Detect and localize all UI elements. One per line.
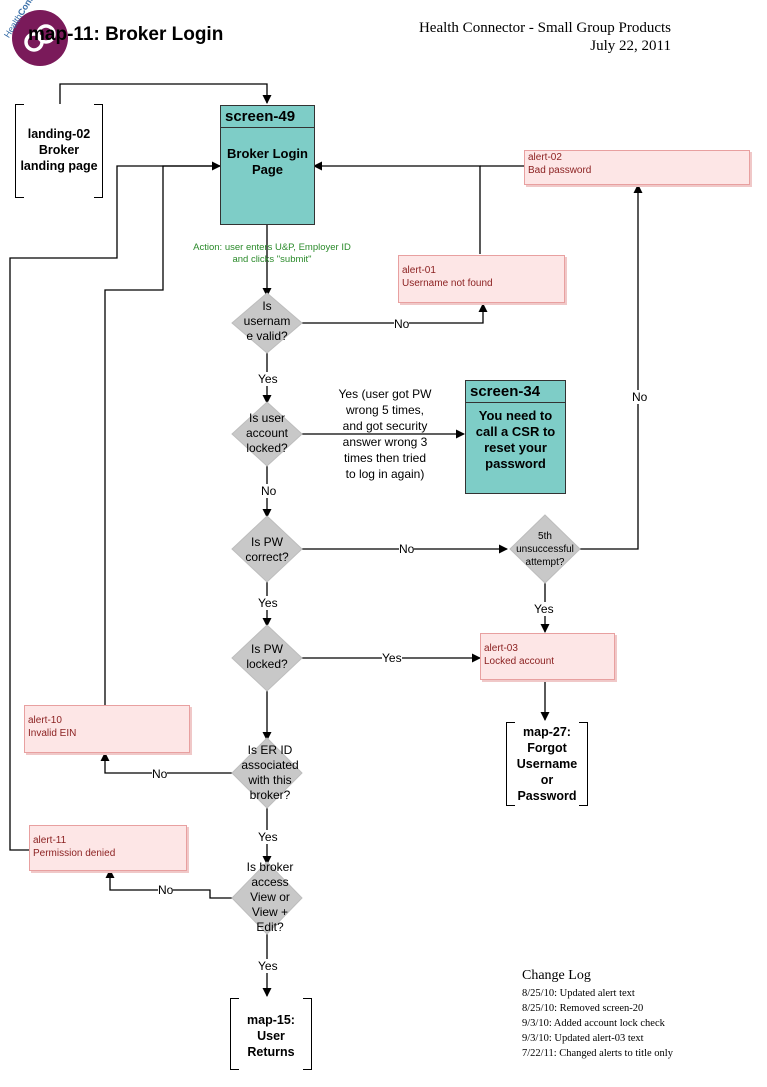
screen-49-box: screen-49 Broker Login Page	[220, 105, 315, 225]
edge-label-no: No	[394, 317, 410, 331]
change-log-entry: 9/3/10: Added account lock check	[522, 1018, 665, 1029]
map15-line: User	[257, 1029, 285, 1043]
decision-diamond	[509, 514, 581, 584]
alert-03-text: Locked account	[484, 656, 555, 667]
map27-line: or	[540, 773, 554, 787]
screen-49-line: Broker Login	[227, 146, 308, 161]
decision-diamond	[231, 861, 303, 935]
edge-label-yes: Yes	[258, 959, 278, 973]
landing-02-bracket	[15, 104, 103, 198]
map-27-label: map-27: Forgot Username or Password	[506, 724, 588, 804]
edge-label-no: No	[399, 542, 415, 556]
screen-34-line: call a CSR to	[475, 424, 556, 439]
screen-34-line: password	[485, 456, 546, 471]
edge-label-no: No	[158, 883, 174, 897]
header-org: Health Connector - Small Group Products	[418, 20, 671, 36]
edge-label-no: No	[152, 767, 168, 781]
landing-02-label: landing-02 Broker landing page	[16, 126, 102, 174]
landing-line: landing page	[20, 159, 98, 173]
edge-label-no: No	[632, 390, 648, 404]
change-log-entry: 8/25/10: Removed screen-20	[522, 1003, 644, 1014]
edge-label-no: No	[261, 484, 277, 498]
screen-34-line: reset your	[484, 440, 547, 455]
landing-line: Broker	[38, 143, 80, 157]
edge-label-yes: Yes	[382, 651, 402, 665]
landing-line: landing-02	[27, 127, 91, 141]
edge-label-yes: Yes	[534, 602, 554, 616]
page-title: map-11: Broker Login	[28, 24, 224, 45]
action-line: Action: user enters U&P, Employer ID	[193, 242, 351, 253]
edge-label-yes: Yes	[258, 372, 278, 386]
screen-34-id: screen-34	[466, 381, 565, 403]
map27-line: Username	[516, 757, 578, 771]
change-log-entry: 8/25/10: Updated alert text	[522, 988, 635, 999]
action-note: Action: user enters U&P, Employer ID and…	[178, 242, 366, 266]
alert-10-text: Invalid EIN	[28, 728, 77, 739]
alert-10-id: alert-10	[28, 715, 62, 726]
map27-line: Password	[517, 789, 577, 803]
alert-01-id: alert-01	[402, 265, 436, 276]
header-date: July 22, 2011	[590, 38, 671, 54]
edge-label-yes: Yes	[258, 596, 278, 610]
alert-11-id: alert-11	[33, 835, 67, 846]
map-15-bracket	[230, 998, 312, 1070]
screen-49-line: Page	[251, 162, 284, 177]
map27-line: Forgot	[527, 741, 567, 755]
action-line: and clicks "submit"	[232, 254, 312, 265]
alert-03-id: alert-03	[484, 643, 518, 654]
alert-02-id: alert-02	[528, 152, 562, 163]
alert-01-text: Username not found	[402, 278, 493, 289]
map27-line: map-27:	[523, 725, 571, 739]
map15-line: map-15:	[247, 1013, 295, 1027]
map-15-label: map-15: User Returns	[230, 1012, 312, 1060]
edge-label-yes: Yes	[258, 830, 278, 844]
change-log-entry: 7/22/11: Changed alerts to title only	[522, 1048, 673, 1059]
map-27-bracket	[506, 722, 588, 806]
decision-diamond	[231, 292, 303, 354]
alert-11-text: Permission denied	[33, 848, 116, 859]
screen-49-id: screen-49	[221, 106, 314, 128]
screen-34-box: screen-34 You need to call a CSR to rese…	[465, 380, 566, 494]
screen-34-line: You need to	[478, 408, 553, 423]
change-log-entry: 9/3/10: Updated alert-03 text	[522, 1033, 644, 1044]
decision-diamond	[231, 624, 303, 692]
alert-02-text: Bad password	[528, 165, 592, 176]
change-log-title: Change Log	[522, 968, 591, 983]
decision-diamond	[231, 401, 303, 467]
decision-diamond	[231, 737, 303, 809]
decision-diamond	[231, 515, 303, 583]
map15-line: Returns	[247, 1045, 295, 1059]
